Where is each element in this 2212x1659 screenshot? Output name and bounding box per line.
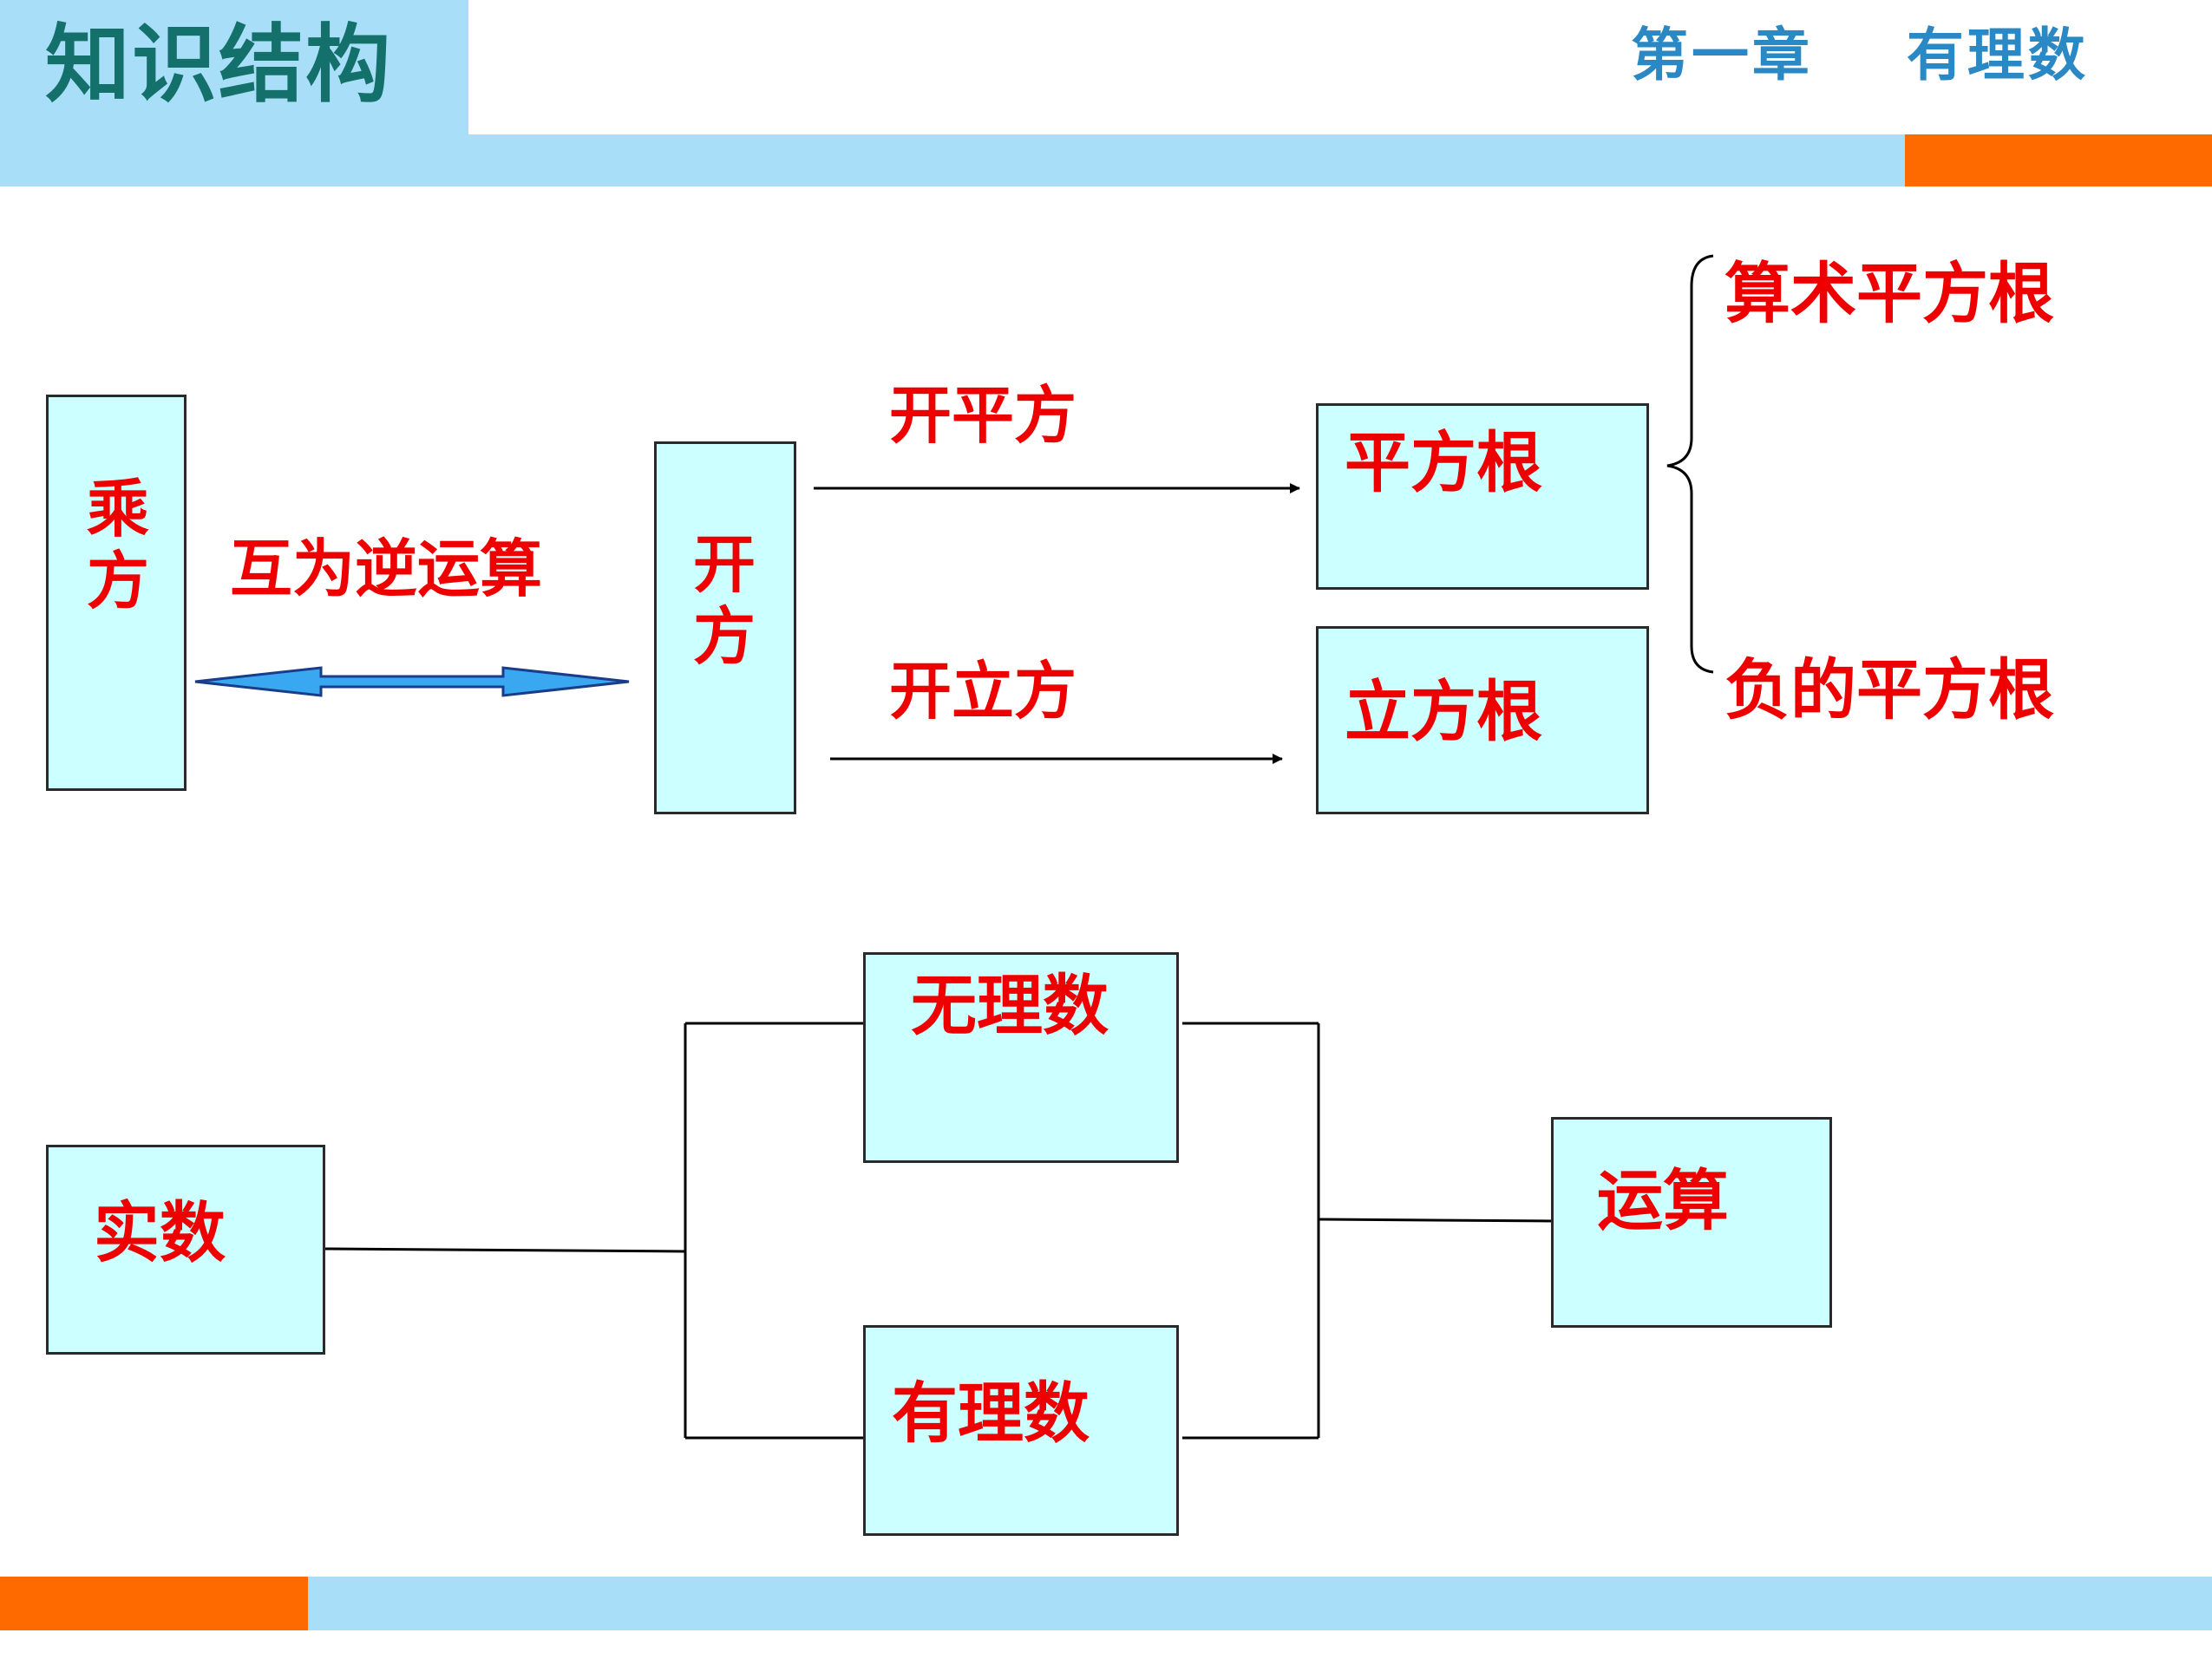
operations-label: 运算 — [1597, 1162, 1729, 1239]
square-root-label: 平方根 — [1345, 424, 1542, 501]
chapter-title: 第一章 有理数 — [1631, 22, 2089, 88]
inverse-double-arrow — [194, 666, 630, 697]
operations-box: 运算 — [1551, 1117, 1832, 1328]
power-label: 乘方 — [87, 472, 150, 617]
sqrt-op-label: 开平方 — [889, 378, 1077, 452]
arithmetic-root-label: 算术平方根 — [1724, 255, 2054, 332]
footer-accent-bar — [0, 1577, 308, 1630]
title-panel — [0, 0, 468, 134]
real-number-label: 实数 — [94, 1194, 226, 1271]
page-title: 知识结构 — [45, 16, 393, 114]
root-label: 开方 — [693, 527, 756, 673]
power-box: 乘方 — [46, 395, 187, 791]
negative-root-label: 负的平方根 — [1724, 651, 2054, 728]
root-brace — [1666, 254, 1714, 674]
real-number-box: 实数 — [46, 1145, 325, 1355]
cube-root-label: 立方根 — [1345, 673, 1542, 750]
real-number-connectors — [324, 1022, 1554, 1440]
rational-box: 有理数 — [863, 1325, 1179, 1536]
header-band — [0, 134, 2212, 186]
header-accent-bar — [1905, 134, 2212, 186]
cube-root-box: 立方根 — [1316, 626, 1649, 814]
footer-band — [0, 1577, 2212, 1630]
inverse-label: 互为逆运算 — [230, 532, 543, 605]
root-box: 开方 — [654, 441, 796, 814]
irrational-box: 无理数 — [863, 952, 1179, 1163]
rational-label: 有理数 — [892, 1375, 1090, 1452]
square-root-box: 平方根 — [1316, 403, 1649, 590]
irrational-label: 无理数 — [911, 967, 1109, 1044]
cbrt-op-label: 开立方 — [889, 654, 1077, 728]
